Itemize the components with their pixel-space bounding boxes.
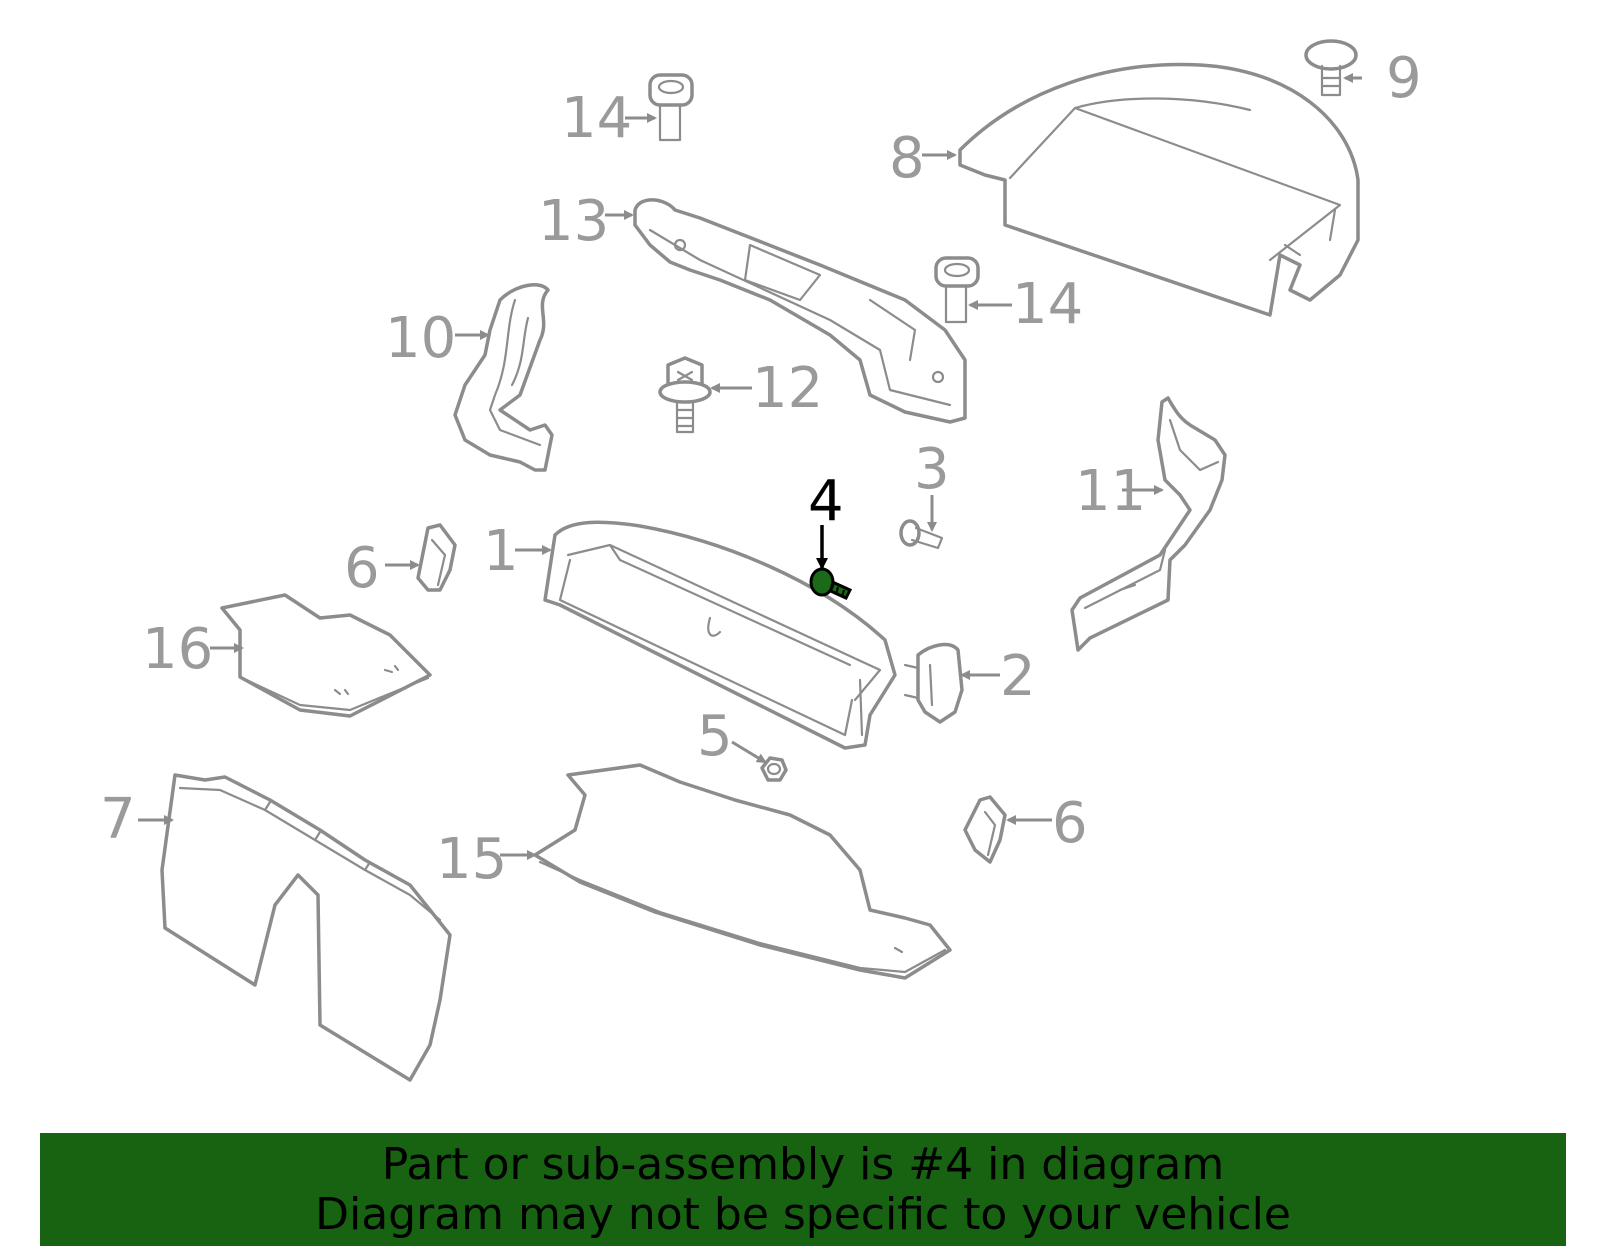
callout-2: 2: [1000, 644, 1036, 709]
callout-15: 15: [436, 827, 507, 892]
part-13-reinforcement: [633, 198, 967, 424]
part-1-rear-panel-trim: [543, 520, 897, 750]
callout-9: 9: [1386, 46, 1422, 111]
part-2-bracket: [903, 642, 964, 724]
callout-4: 4: [808, 469, 844, 534]
part-11-right-bracket: [1070, 396, 1227, 652]
callout-5: 5: [697, 704, 733, 769]
callout-12: 12: [752, 356, 823, 421]
callout-16: 16: [142, 617, 213, 682]
callout-3: 3: [914, 437, 950, 502]
callout-numbers: 9 8 14 13 14 10 12 3 4 11 1 6 16 2 5 6 7…: [100, 46, 1422, 892]
callout-13: 13: [538, 189, 609, 254]
callout-7: 7: [100, 787, 136, 852]
part-6-clip-right: [963, 795, 1007, 864]
part-10-left-bracket: [453, 283, 554, 472]
banner-line-disclaimer: Diagram may not be specific to your vehi…: [315, 1188, 1291, 1240]
part-14-push-clip-top: [648, 73, 694, 142]
part-4-screw-highlighted: [809, 567, 853, 600]
leader-5: [731, 740, 767, 764]
part-14-push-clip-right: [934, 256, 980, 324]
part-8-rear-shelf: [958, 62, 1360, 317]
part-5-nut: [760, 756, 788, 782]
callout-8: 8: [889, 126, 925, 191]
callout-10: 10: [385, 306, 456, 371]
part-9-push-clip: [1304, 39, 1358, 97]
callout-leaders: [138, 73, 1362, 860]
part-7-trunk-carpet: [160, 773, 452, 1082]
callout-14-right: 14: [1012, 272, 1083, 337]
banner-line-part-number: Part or sub-assembly is #4 in diagram: [381, 1138, 1225, 1190]
part-3-screw: [899, 519, 944, 550]
part-16-floor-panel: [220, 593, 432, 718]
part-6-clip-left: [416, 523, 457, 592]
info-banner: Part or sub-assembly is #4 in diagram Di…: [40, 1133, 1566, 1246]
callout-6-left: 6: [344, 536, 380, 601]
callout-1: 1: [483, 519, 519, 584]
callout-11: 11: [1075, 459, 1146, 524]
callout-6-right: 6: [1052, 791, 1088, 856]
part-12-bolt: [658, 356, 712, 434]
part-15-side-carpet: [533, 763, 952, 980]
callout-14-top: 14: [561, 86, 632, 151]
